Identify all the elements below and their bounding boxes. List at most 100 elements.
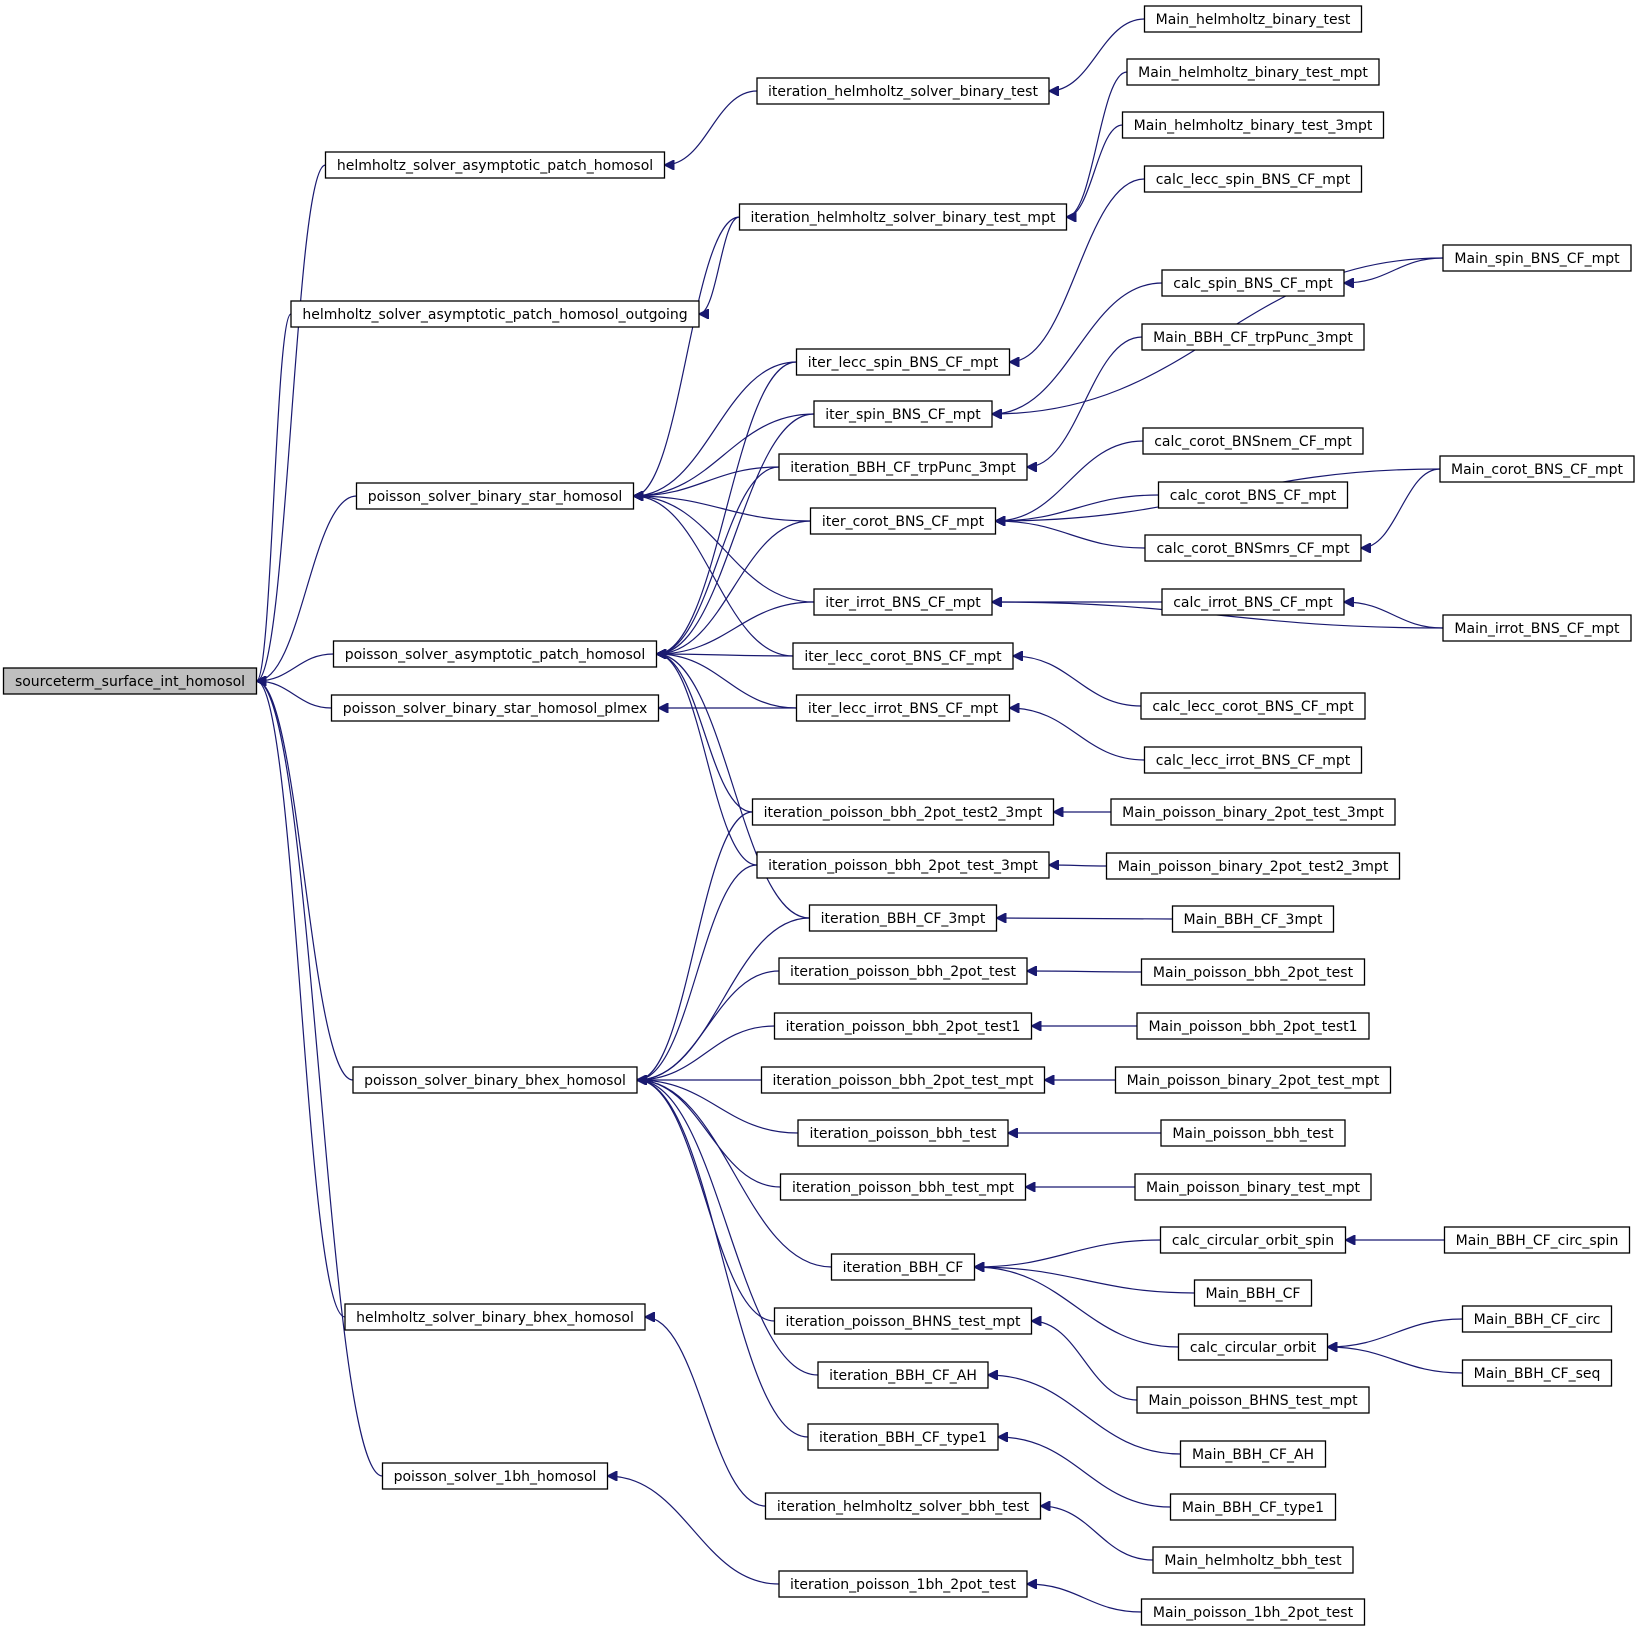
node-box: [1442, 244, 1632, 272]
node-p-bsp[interactable]: poisson_solver_binary_star_homosol_plmex: [330, 694, 660, 722]
node-it-hsbtm[interactable]: iteration_helmholtz_solver_binary_test_m…: [738, 203, 1068, 231]
node-m-bhns[interactable]: Main_poisson_BHNS_test_mpt: [1136, 1386, 1370, 1414]
edge-it-t1-to-p-bbh: [637, 1080, 809, 1438]
node-m-pb2t3[interactable]: Main_poisson_binary_2pot_test_3mpt: [1110, 798, 1396, 826]
node-it-pb21[interactable]: iteration_poisson_bbh_2pot_test1: [773, 1012, 1033, 1040]
node-box: [1171, 905, 1335, 933]
node-h-apo[interactable]: helmholtz_solver_asymptotic_patch_homoso…: [290, 300, 700, 328]
edge-c-lcorot-to-il-corot: [1013, 656, 1142, 707]
node-m-circspin[interactable]: Main_BBH_CF_circ_spin: [1443, 1226, 1631, 1254]
node-it-ah[interactable]: iteration_BBH_CF_AH: [817, 1361, 989, 1389]
node-label: Main_BBH_CF_AH: [1192, 1447, 1314, 1463]
node-label: Main_poisson_bbh_2pot_test: [1153, 965, 1354, 981]
node-m-irrot[interactable]: Main_irrot_BNS_CF_mpt: [1442, 614, 1632, 642]
node-m-pbb21[interactable]: Main_poisson_bbh_2pot_test1: [1136, 1012, 1370, 1040]
edge-c-co-to-it-bbhcf: [975, 1267, 1179, 1348]
node-label: iteration_helmholtz_solver_binary_test_m…: [751, 210, 1056, 226]
node-m-pbtm[interactable]: Main_poisson_binary_test_mpt: [1134, 1173, 1372, 1201]
node-m-pbb2[interactable]: Main_poisson_bbh_2pot_test: [1140, 958, 1366, 986]
node-m-t1[interactable]: Main_BBH_CF_type1: [1169, 1493, 1337, 1521]
node-root[interactable]: sourceterm_surface_int_homosol: [2, 667, 258, 695]
edge-c-lspin-to-il-spin: [1010, 178, 1145, 362]
node-c-irrot[interactable]: calc_irrot_BNS_CF_mpt: [1161, 588, 1345, 616]
node-m-seq[interactable]: Main_BBH_CF_seq: [1461, 1359, 1613, 1387]
node-i-irrot[interactable]: iter_irrot_BNS_CF_mpt: [813, 588, 993, 616]
node-box: [324, 151, 666, 179]
edge-m-hbbh-to-it-hbbh: [1041, 1506, 1154, 1561]
node-il-irrot[interactable]: iter_lecc_irrot_BNS_CF_mpt: [795, 694, 1011, 722]
node-m-bbhtp[interactable]: Main_BBH_CF_trpPunc_3mpt: [1141, 323, 1365, 351]
node-m-pbt[interactable]: Main_poisson_bbh_test: [1160, 1119, 1346, 1147]
node-c-lirrot[interactable]: calc_lecc_irrot_BNS_CF_mpt: [1143, 746, 1363, 774]
node-it-bbhcf[interactable]: iteration_BBH_CF: [830, 1253, 976, 1281]
node-h-bbh[interactable]: helmholtz_solver_binary_bhex_homosol: [344, 1303, 646, 1331]
edge-c-corot-to-i-corot: [996, 494, 1159, 521]
node-label: iter_lecc_corot_BNS_CF_mpt: [804, 649, 1002, 665]
node-box: [1143, 746, 1363, 774]
node-i-spin[interactable]: iter_spin_BNS_CF_mpt: [813, 400, 993, 428]
node-p-bs[interactable]: poisson_solver_binary_star_homosol: [355, 482, 635, 510]
edge-il-corot-to-p-bs: [634, 496, 794, 657]
node-label: iteration_BBH_CF_type1: [819, 1430, 987, 1446]
node-label: iter_irrot_BNS_CF_mpt: [825, 595, 981, 611]
node-label: iteration_BBH_CF_trpPunc_3mpt: [790, 460, 1016, 476]
node-c-lcorot[interactable]: calc_lecc_corot_BNS_CF_mpt: [1140, 692, 1366, 720]
node-label: Main_poisson_bbh_2pot_test1: [1148, 1019, 1357, 1035]
node-box: [290, 300, 700, 328]
edge-i-irrot-to-p-ap: [657, 601, 815, 654]
node-m-pb2t23[interactable]: Main_poisson_binary_2pot_test2_3mpt: [1105, 852, 1401, 880]
node-p-1bh[interactable]: poisson_solver_1bh_homosol: [381, 1462, 609, 1490]
node-c-corotmrs[interactable]: calc_corot_BNSmrs_CF_mpt: [1144, 534, 1362, 562]
node-m-spin[interactable]: Main_spin_BNS_CF_mpt: [1442, 244, 1632, 272]
node-m-bbh3[interactable]: Main_BBH_CF_3mpt: [1171, 905, 1335, 933]
node-box: [795, 348, 1011, 376]
node-p-ap[interactable]: poisson_solver_asymptotic_patch_homosol: [332, 640, 658, 668]
node-c-lspin[interactable]: calc_lecc_spin_BNS_CF_mpt: [1143, 165, 1363, 193]
node-label: Main_poisson_binary_test_mpt: [1146, 1180, 1360, 1196]
node-it-bhns[interactable]: iteration_poisson_BHNS_test_mpt: [773, 1307, 1033, 1335]
node-m-hbt[interactable]: Main_helmholtz_binary_test: [1143, 5, 1363, 33]
node-it-pbtm[interactable]: iteration_poisson_bbh_test_mpt: [779, 1173, 1027, 1201]
node-h-ap[interactable]: helmholtz_solver_asymptotic_patch_homoso…: [324, 151, 666, 179]
node-c-cos[interactable]: calc_circular_orbit_spin: [1159, 1226, 1347, 1254]
node-it-bbh3[interactable]: iteration_BBH_CF_trpPunc_3mpt: [778, 453, 1028, 481]
node-box: [830, 1253, 976, 1281]
node-m-hbtm[interactable]: Main_helmholtz_binary_test_mpt: [1126, 58, 1380, 86]
node-c-corot[interactable]: calc_corot_BNS_CF_mpt: [1157, 481, 1349, 509]
node-it-hsbt[interactable]: iteration_helmholtz_solver_binary_test: [756, 77, 1050, 105]
node-m-ah[interactable]: Main_BBH_CF_AH: [1179, 1440, 1327, 1468]
edge-p-1bh-to-root: [257, 681, 383, 1477]
node-il-spin[interactable]: iter_lecc_spin_BNS_CF_mpt: [795, 348, 1011, 376]
node-it-hbbh[interactable]: iteration_helmholtz_solver_bbh_test: [764, 1492, 1042, 1520]
node-m-pb2m[interactable]: Main_poisson_binary_2pot_test_mpt: [1114, 1066, 1392, 1094]
node-it-pb2t3[interactable]: iteration_poisson_bbh_2pot_test_3mpt: [756, 851, 1050, 879]
node-box: [1141, 323, 1365, 351]
node-it-pb2t2[interactable]: iteration_poisson_bbh_2pot_test2_3mpt: [751, 798, 1055, 826]
node-box: [808, 904, 998, 932]
node-m-1bh[interactable]: Main_poisson_1bh_2pot_test: [1140, 1598, 1366, 1626]
node-il-corot[interactable]: iter_lecc_corot_BNS_CF_mpt: [792, 642, 1014, 670]
node-c-co[interactable]: calc_circular_orbit: [1177, 1333, 1329, 1361]
node-c-spin[interactable]: calc_spin_BNS_CF_mpt: [1161, 269, 1345, 297]
node-m-hbbh[interactable]: Main_helmholtz_bbh_test: [1152, 1546, 1354, 1574]
node-it-bbhcf3[interactable]: iteration_BBH_CF_3mpt: [808, 904, 998, 932]
node-m-bbhcf[interactable]: Main_BBH_CF: [1193, 1279, 1313, 1307]
node-i-corot[interactable]: iter_corot_BNS_CF_mpt: [809, 507, 997, 535]
node-it-1bh[interactable]: iteration_poisson_1bh_2pot_test: [778, 1570, 1028, 1598]
node-label: sourceterm_surface_int_homosol: [15, 674, 245, 690]
node-box: [1442, 614, 1632, 642]
node-p-bbh[interactable]: poisson_solver_binary_bhex_homosol: [352, 1066, 638, 1094]
node-label: poisson_solver_binary_bhex_homosol: [364, 1073, 626, 1089]
node-box: [1179, 1440, 1327, 1468]
node-m-corot[interactable]: Main_corot_BNS_CF_mpt: [1439, 455, 1635, 483]
node-c-corotnem[interactable]: calc_corot_BNSnem_CF_mpt: [1142, 427, 1364, 455]
node-m-circ[interactable]: Main_BBH_CF_circ: [1461, 1305, 1613, 1333]
node-it-pb2[interactable]: iteration_poisson_bbh_2pot_test: [778, 957, 1028, 985]
node-m-hbt3[interactable]: Main_helmholtz_binary_test_3mpt: [1121, 111, 1385, 139]
node-it-pbt[interactable]: iteration_poisson_bbh_test: [797, 1119, 1009, 1147]
node-it-pb2m[interactable]: iteration_poisson_bbh_2pot_test_mpt: [760, 1066, 1046, 1094]
node-it-t1[interactable]: iteration_BBH_CF_type1: [807, 1423, 999, 1451]
edge-p-bs-to-root: [257, 495, 357, 681]
node-box: [355, 482, 635, 510]
